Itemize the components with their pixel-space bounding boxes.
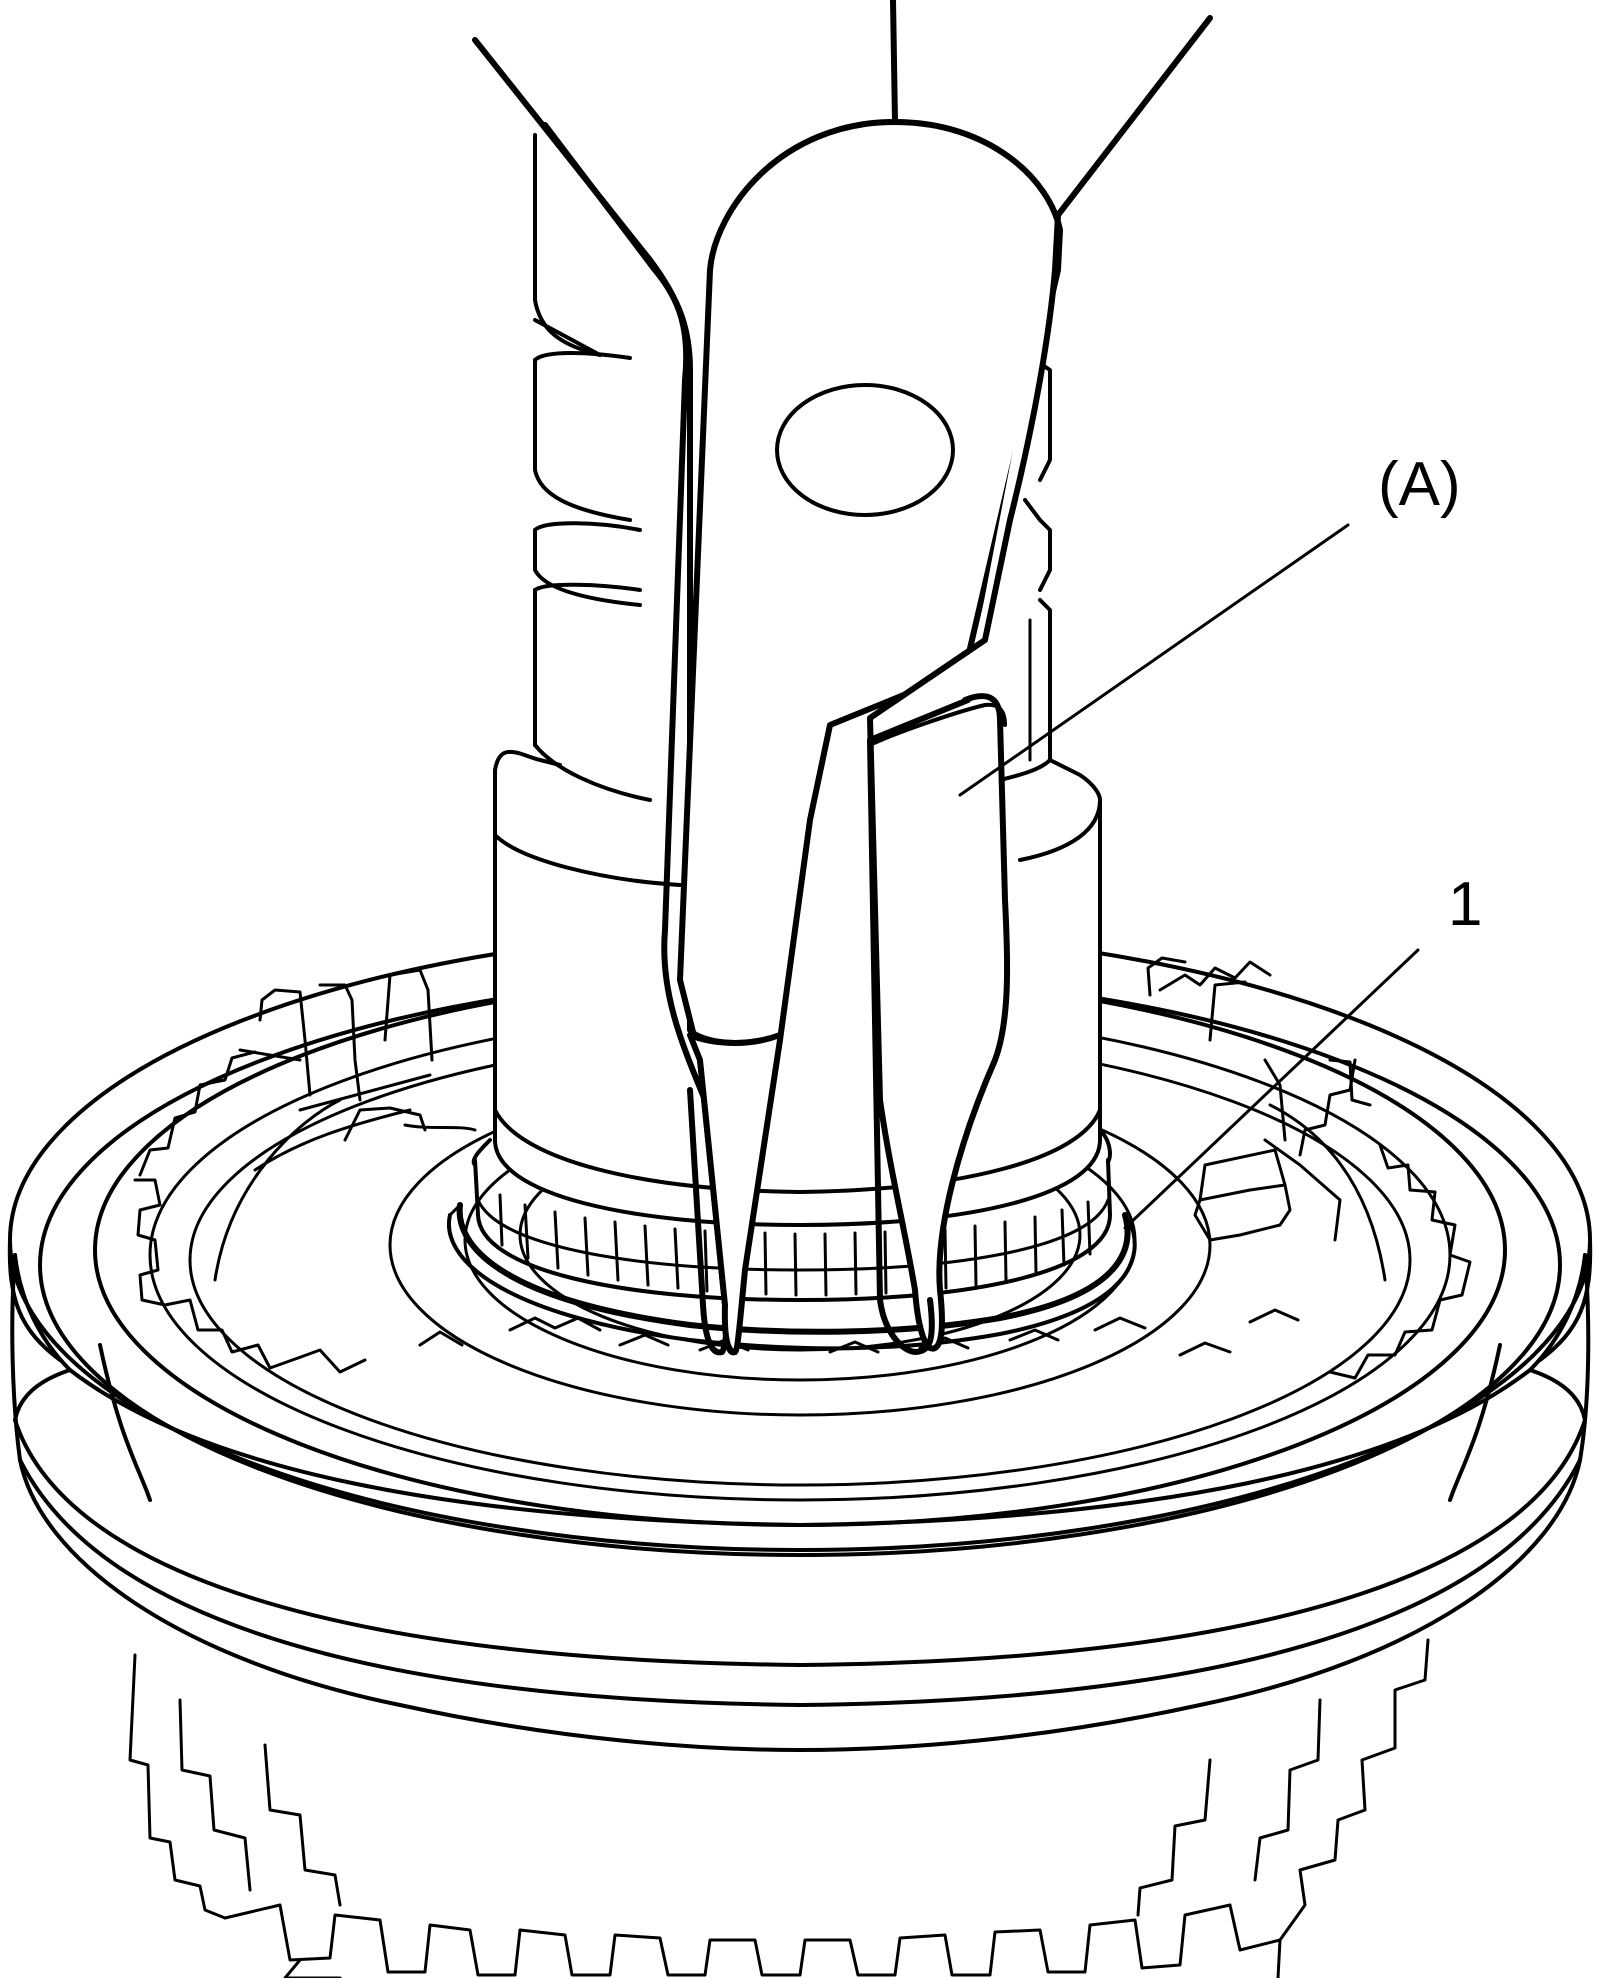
callout-A-label: (A) — [1378, 450, 1461, 519]
hub-teeth — [133, 956, 1472, 1380]
snap-ring — [446, 1202, 1137, 1351]
pivot-hole — [775, 383, 955, 517]
lower-gear — [128, 1638, 1430, 1978]
callout-A-leader — [958, 523, 1350, 797]
callout-A: (A) — [958, 450, 1461, 797]
callout-1: 1 — [1123, 870, 1482, 1230]
snap-ring-pliers — [472, 0, 1213, 1356]
callout-1-leader — [1123, 948, 1420, 1230]
callout-1-label: 1 — [1448, 870, 1482, 939]
